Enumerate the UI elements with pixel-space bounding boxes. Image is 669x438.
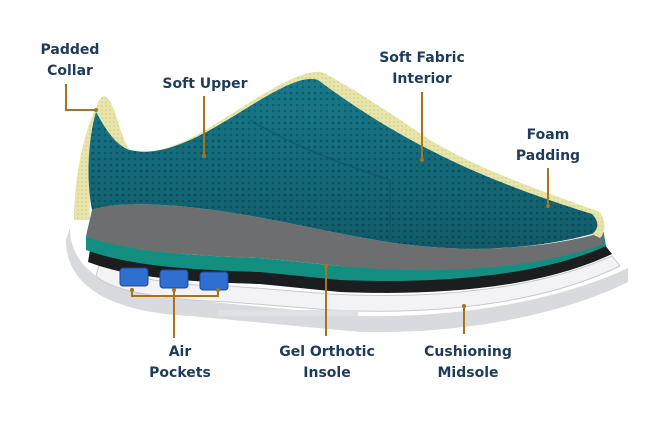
leader-padded-collar (66, 84, 96, 110)
label-padded-collar: Padded Collar (30, 40, 110, 82)
label-gel-orthotic-insole: Gel Orthotic Insole (266, 342, 388, 384)
label-air-pockets: Air Pockets (140, 342, 220, 384)
label-foam-padding: Foam Padding (506, 125, 590, 167)
label-cushioning-midsole: Cushioning Midsole (416, 342, 520, 384)
label-soft-fabric-interior: Soft Fabric Interior (366, 48, 478, 90)
label-soft-upper: Soft Upper (150, 74, 260, 95)
